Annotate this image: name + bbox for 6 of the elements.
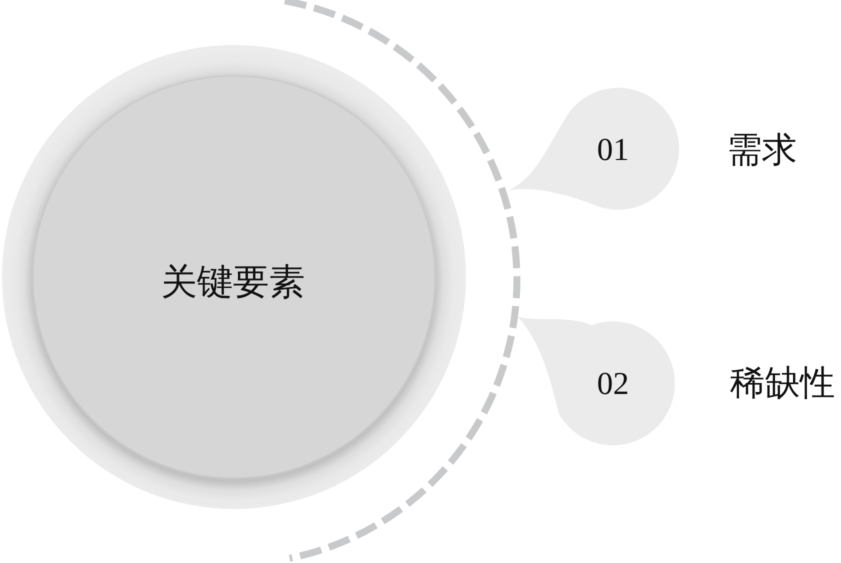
circle	[1, 44, 467, 510]
item-label: 需求	[727, 132, 797, 168]
circle-title: 关键要素	[161, 264, 305, 300]
item-label: 稀缺性	[730, 366, 835, 400]
number-label: 01	[597, 133, 629, 165]
number-label: 02	[597, 367, 629, 399]
